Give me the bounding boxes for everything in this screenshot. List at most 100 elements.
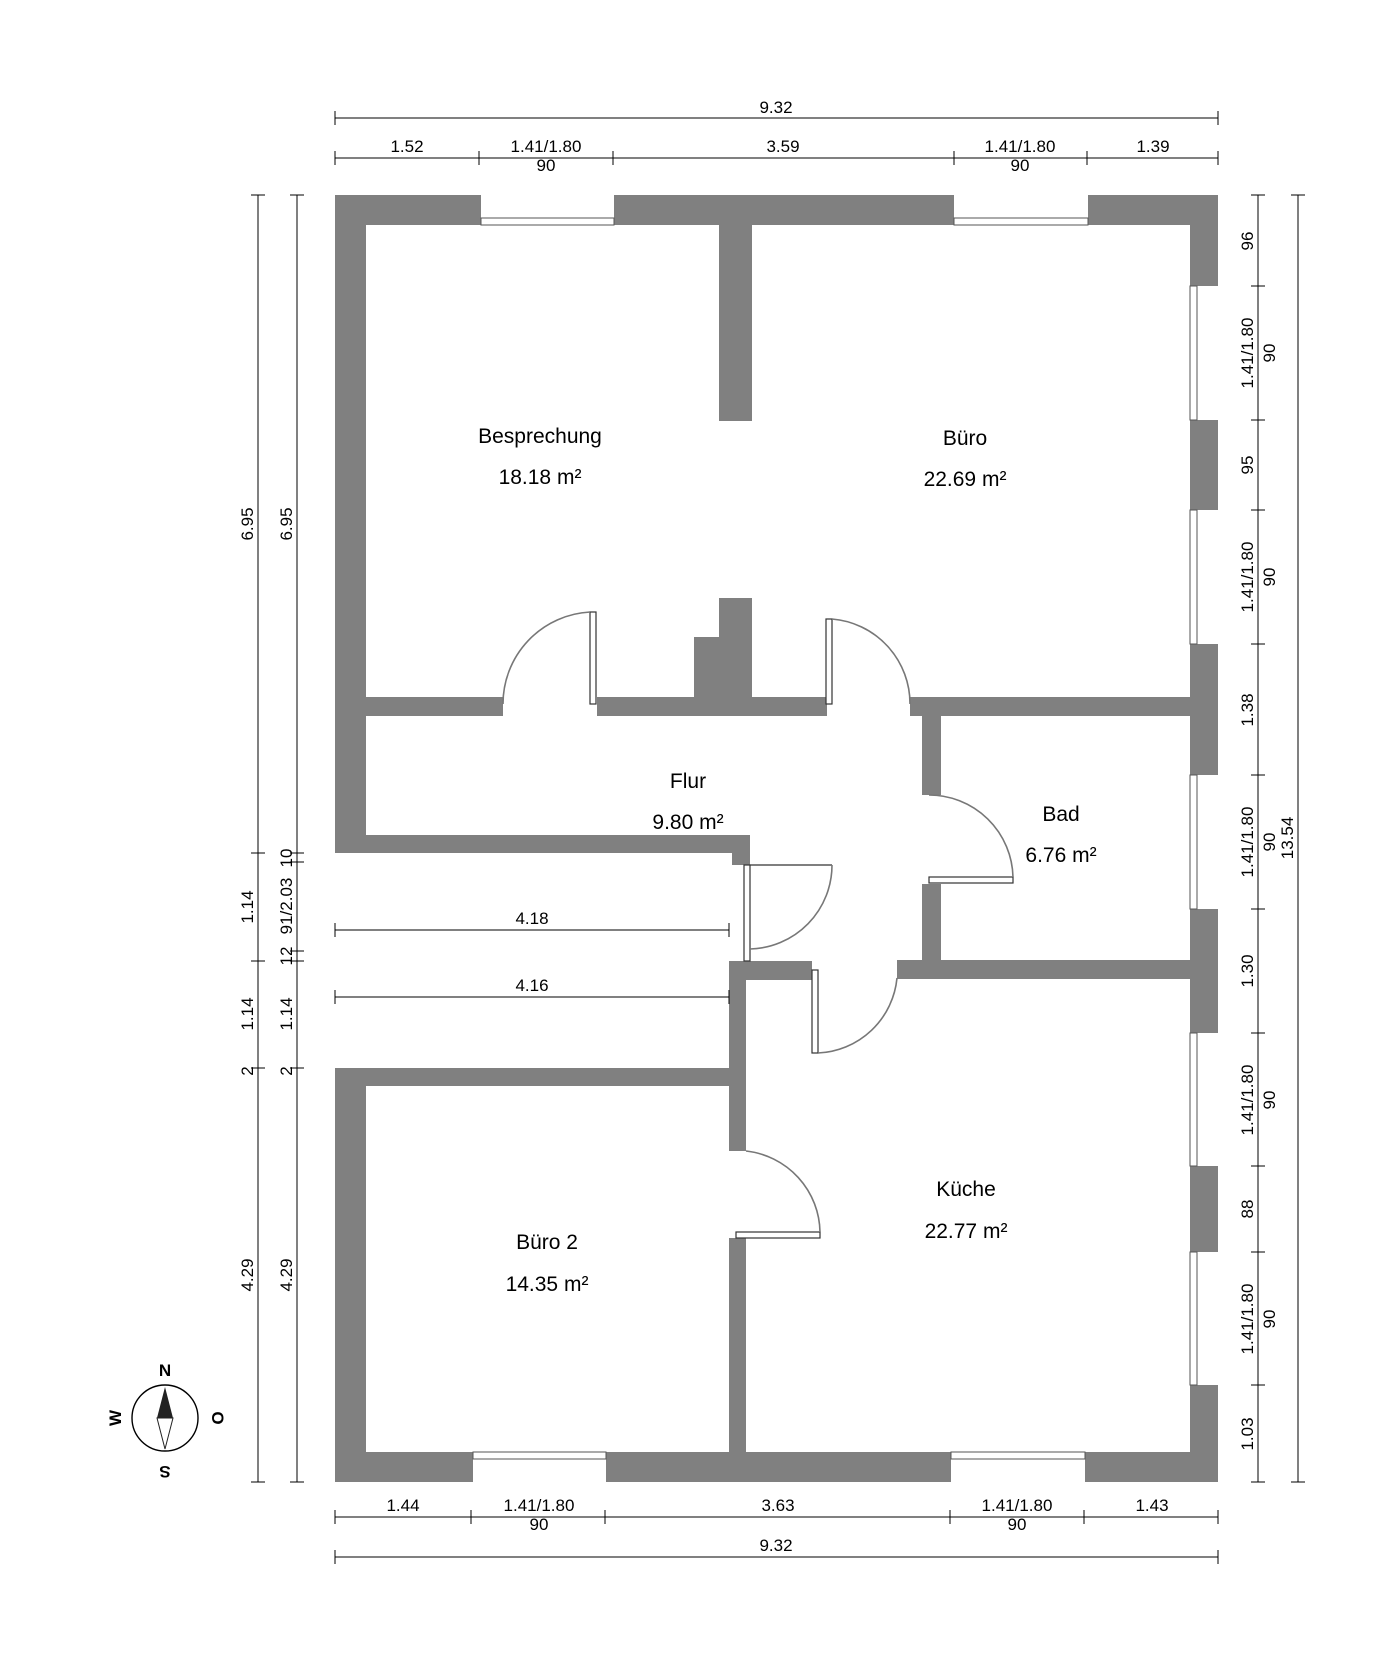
dim-bottom-total: 9.32 [759, 1536, 792, 1555]
dim-right-2: 1.41/1.80 [1238, 318, 1257, 389]
wall-flur-bottom-left [335, 835, 750, 853]
wall-besprechung-buero-upper [719, 195, 752, 421]
dim-left-outer-1: 6.95 [238, 507, 257, 540]
compass-o: O [208, 1411, 227, 1424]
wall-buero2-kueche-upper [729, 961, 746, 1151]
dim-right-4: 95 [1238, 456, 1257, 475]
walls [335, 195, 1218, 1482]
room-area-flur: 9.80 m² [652, 811, 723, 834]
wall-bottom-left [335, 1452, 473, 1482]
room-name-kueche: Küche [936, 1178, 996, 1201]
dim-left-outer-3: 1.14 [238, 997, 257, 1030]
dim-bottom-2: 1.41/1.80 [504, 1496, 575, 1515]
window-top-buero [953, 217, 1089, 226]
dim-bottom-6: 90 [1008, 1515, 1027, 1534]
window-bottom-kueche [950, 1451, 1086, 1460]
dim-right-total: 13.54 [1278, 817, 1297, 860]
dim-right-14: 1.41/1.80 [1238, 1284, 1257, 1355]
compass-rose: N S W O [106, 1361, 227, 1481]
dim-left-inner-4: 91/2.03 [277, 878, 296, 935]
window-bottom-buero2 [472, 1451, 607, 1460]
wall-right-1 [1190, 195, 1218, 286]
dim-right-5: 1.41/1.80 [1238, 542, 1257, 613]
dim-left-inner-2: 10 [277, 849, 296, 868]
wall-besprechung-buero-lower [719, 598, 752, 716]
window-right-2 [1189, 509, 1198, 645]
wall-flur-top-mid [597, 697, 827, 716]
window-right-5 [1189, 1251, 1198, 1386]
room-area-besprechung: 18.18 m² [499, 466, 582, 489]
dim-left-inner-6: 2 [277, 1066, 296, 1075]
room-name-buero2: Büro 2 [516, 1231, 578, 1254]
wall-right-5 [1190, 1166, 1218, 1252]
dim-bottom-1: 1.44 [386, 1496, 419, 1515]
dim-top-total: 9.32 [759, 98, 792, 117]
wall-flur-bottom-right [732, 961, 812, 980]
wall-right-6 [1190, 1385, 1218, 1482]
dim-top-2: 1.41/1.80 [511, 137, 582, 156]
door-kueche-top [811, 969, 898, 1054]
wall-bottom-mid [606, 1452, 951, 1482]
wall-flur-top-left [366, 697, 503, 716]
room-name-besprechung: Besprechung [478, 425, 602, 448]
dim-left-outer-4: 2 [238, 1066, 257, 1075]
dim-interior-2: 4.16 [515, 976, 548, 995]
dimensions-bottom: 1.44 1.41/1.80 90 3.63 1.41/1.80 90 1.43… [334, 1496, 1219, 1564]
dim-left-inner-1: 6.95 [277, 507, 296, 540]
compass-n: N [159, 1361, 171, 1380]
dim-interior-1: 4.18 [515, 909, 548, 928]
compass-needle-south-icon [156, 1417, 174, 1450]
window-right-3 [1189, 774, 1198, 910]
dim-right-13: 88 [1238, 1200, 1257, 1219]
room-name-buero: Büro [943, 427, 987, 450]
compass-s: S [159, 1462, 170, 1481]
dimensions-interior: 4.18 4.16 [334, 909, 730, 1004]
dim-left-outer-2: 1.14 [238, 890, 257, 923]
dim-bottom-4: 3.63 [761, 1496, 794, 1515]
dim-right-16: 1.03 [1238, 1417, 1257, 1450]
wall-top-mid [614, 195, 954, 225]
dim-top-5: 1.41/1.80 [985, 137, 1056, 156]
wall-buero2-kueche-lower [729, 1238, 746, 1452]
window-right-1 [1189, 285, 1198, 421]
wall-right-2 [1190, 420, 1218, 510]
window-right-4 [1189, 1032, 1198, 1167]
dim-right-10: 1.30 [1238, 954, 1257, 987]
dim-bottom-7: 1.43 [1135, 1496, 1168, 1515]
dim-top-7: 1.39 [1136, 137, 1169, 156]
room-area-buero2: 14.35 m² [506, 1273, 589, 1296]
doors [502, 611, 1014, 1239]
dim-right-7: 1.38 [1238, 693, 1257, 726]
dim-right-11: 1.41/1.80 [1238, 1065, 1257, 1136]
door-kueche-left [735, 1150, 821, 1239]
room-name-flur: Flur [670, 770, 706, 793]
dim-right-15: 90 [1260, 1310, 1279, 1329]
compass-w: W [106, 1409, 125, 1426]
dim-bottom-5: 1.41/1.80 [982, 1496, 1053, 1515]
door-bad [928, 794, 1014, 884]
room-labels: Besprechung 18.18 m² Büro 22.69 m² Flur … [478, 425, 1096, 1296]
wall-bad-left-lower [922, 884, 941, 979]
room-name-bad: Bad [1042, 803, 1079, 826]
dim-top-6: 90 [1011, 156, 1030, 175]
room-area-kueche: 22.77 m² [925, 1220, 1008, 1243]
dim-bottom-3: 90 [530, 1515, 549, 1534]
dim-right-8: 1.41/1.80 [1238, 807, 1257, 878]
dim-left-inner-7: 4.29 [277, 1258, 296, 1291]
dimensions-top: 9.32 1.52 1.41/1.80 90 3.59 1.41/1.80 90… [334, 98, 1219, 175]
room-area-bad: 6.76 m² [1025, 844, 1096, 867]
window-top-besprechung [480, 217, 615, 226]
wall-right-3 [1190, 644, 1218, 775]
wall-buero2-top [335, 1068, 729, 1086]
wall-flur-top-right [910, 697, 1190, 716]
wall-flur-right-short [732, 835, 750, 865]
dimensions-left: 6.95 1.14 1.14 2 4.29 6.95 10 12 91/2.03… [238, 194, 304, 1483]
door-besprechung [502, 611, 597, 705]
dim-right-12: 90 [1260, 1091, 1279, 1110]
dim-right-6: 90 [1260, 568, 1279, 587]
wall-left-upper [335, 195, 366, 853]
compass-needle-north-icon [157, 1387, 173, 1418]
dim-right-9: 90 [1260, 833, 1279, 852]
room-area-buero: 22.69 m² [924, 468, 1007, 491]
